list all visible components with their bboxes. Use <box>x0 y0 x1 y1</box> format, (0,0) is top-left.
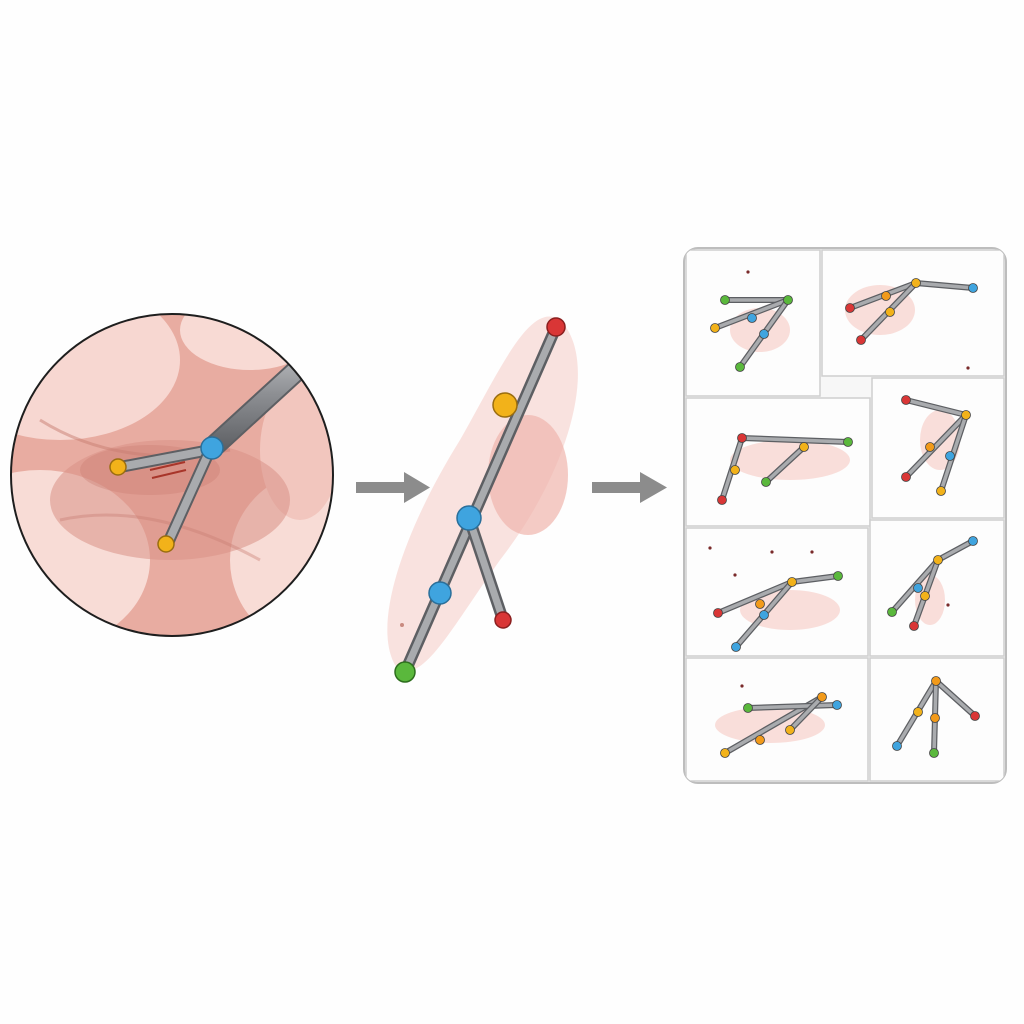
keypoint <box>735 362 745 372</box>
keypoint <box>936 486 946 496</box>
keypoint-shaft-blue <box>428 581 452 605</box>
keypoint <box>925 442 935 452</box>
keypoint <box>901 472 911 482</box>
keypoint <box>929 748 939 758</box>
pose-skeleton <box>717 433 853 505</box>
keypoint-base-green <box>394 661 416 683</box>
keypoint <box>901 395 911 405</box>
keypoint <box>747 313 757 323</box>
keypoint <box>933 555 943 565</box>
pose-skeleton <box>715 692 842 758</box>
keypoint <box>755 599 765 609</box>
keypoint <box>968 283 978 293</box>
skeleton-bone-highlight <box>740 436 850 444</box>
keypoint <box>817 692 827 702</box>
endoscopic-view <box>10 313 334 637</box>
keypoint <box>913 583 923 593</box>
keypoint <box>787 577 797 587</box>
keypoint <box>843 437 853 447</box>
keypoint-joint-yellow <box>492 392 518 418</box>
pose-skeleton <box>713 571 843 652</box>
speckle <box>733 573 737 577</box>
keypoint <box>761 477 771 487</box>
speckle <box>770 550 774 554</box>
keypoint <box>885 307 895 317</box>
keypoint <box>970 711 980 721</box>
tissue-shadow <box>845 285 915 335</box>
right-arrow-icon <box>356 472 430 503</box>
keypoint <box>730 465 740 475</box>
keypoint-jaw-red <box>494 611 512 629</box>
keypoint <box>968 536 978 546</box>
tissue-shadow <box>740 590 840 630</box>
instrument-skeleton <box>387 316 578 683</box>
keypoint <box>930 713 940 723</box>
keypoint <box>833 571 843 581</box>
speckle <box>966 366 970 370</box>
keypoint-tip-red <box>546 317 566 337</box>
keypoint <box>845 303 855 313</box>
keypoint <box>832 700 842 710</box>
keypoint-wrist-blue <box>456 505 482 531</box>
keypoint <box>759 329 769 339</box>
skeleton-bone-highlight <box>716 580 794 615</box>
keypoint <box>945 451 955 461</box>
keypoint <box>737 433 747 443</box>
pose-skeleton <box>901 395 971 496</box>
skeleton-bone-highlight <box>904 413 968 479</box>
right-arrow-icon <box>592 472 667 503</box>
keypoint <box>759 610 769 620</box>
keypoint <box>743 703 753 713</box>
keypoint <box>785 725 795 735</box>
skeleton-bone-highlight <box>746 703 839 710</box>
speckle <box>810 550 814 554</box>
flow-arrow-1 <box>356 472 430 503</box>
tissue-texture <box>11 314 333 636</box>
keypoint <box>755 735 765 745</box>
keypoint <box>961 410 971 420</box>
speckle <box>746 270 750 274</box>
keypoint <box>731 642 741 652</box>
keypoint <box>920 591 930 601</box>
keypoint <box>911 278 921 288</box>
keypoint <box>887 607 897 617</box>
speckle <box>946 603 950 607</box>
keypoint <box>931 676 941 686</box>
pose-variations-grid <box>683 247 1007 784</box>
keypoint <box>720 295 730 305</box>
keypoint <box>881 291 891 301</box>
flow-arrow-2 <box>592 472 667 503</box>
pose-skeletons <box>708 270 980 758</box>
keypoint <box>720 748 730 758</box>
skeleton-bone-highlight <box>790 574 840 584</box>
pose-skeleton <box>892 676 980 758</box>
speckle <box>708 546 712 550</box>
pose-skeleton <box>887 536 978 631</box>
keypoint <box>710 323 720 333</box>
keypoint <box>717 495 727 505</box>
keypoint <box>799 442 809 452</box>
speckle <box>740 684 744 688</box>
skeleton-bone-highlight <box>788 695 824 732</box>
pose-skeleton <box>845 278 978 345</box>
skeleton-bone-highlight <box>936 539 975 562</box>
skeleton-bone-highlight <box>764 445 806 484</box>
skeleton-bone-highlight <box>904 398 968 417</box>
keypoint <box>913 707 923 717</box>
skeleton-bone-highlight <box>914 281 975 290</box>
keypoint <box>892 741 902 751</box>
keypoint <box>909 621 919 631</box>
skeleton-bone-highlight <box>934 679 977 718</box>
keypoint <box>713 608 723 618</box>
keypoint <box>856 335 866 345</box>
keypoint <box>783 295 793 305</box>
pose-skeleton <box>710 295 793 372</box>
